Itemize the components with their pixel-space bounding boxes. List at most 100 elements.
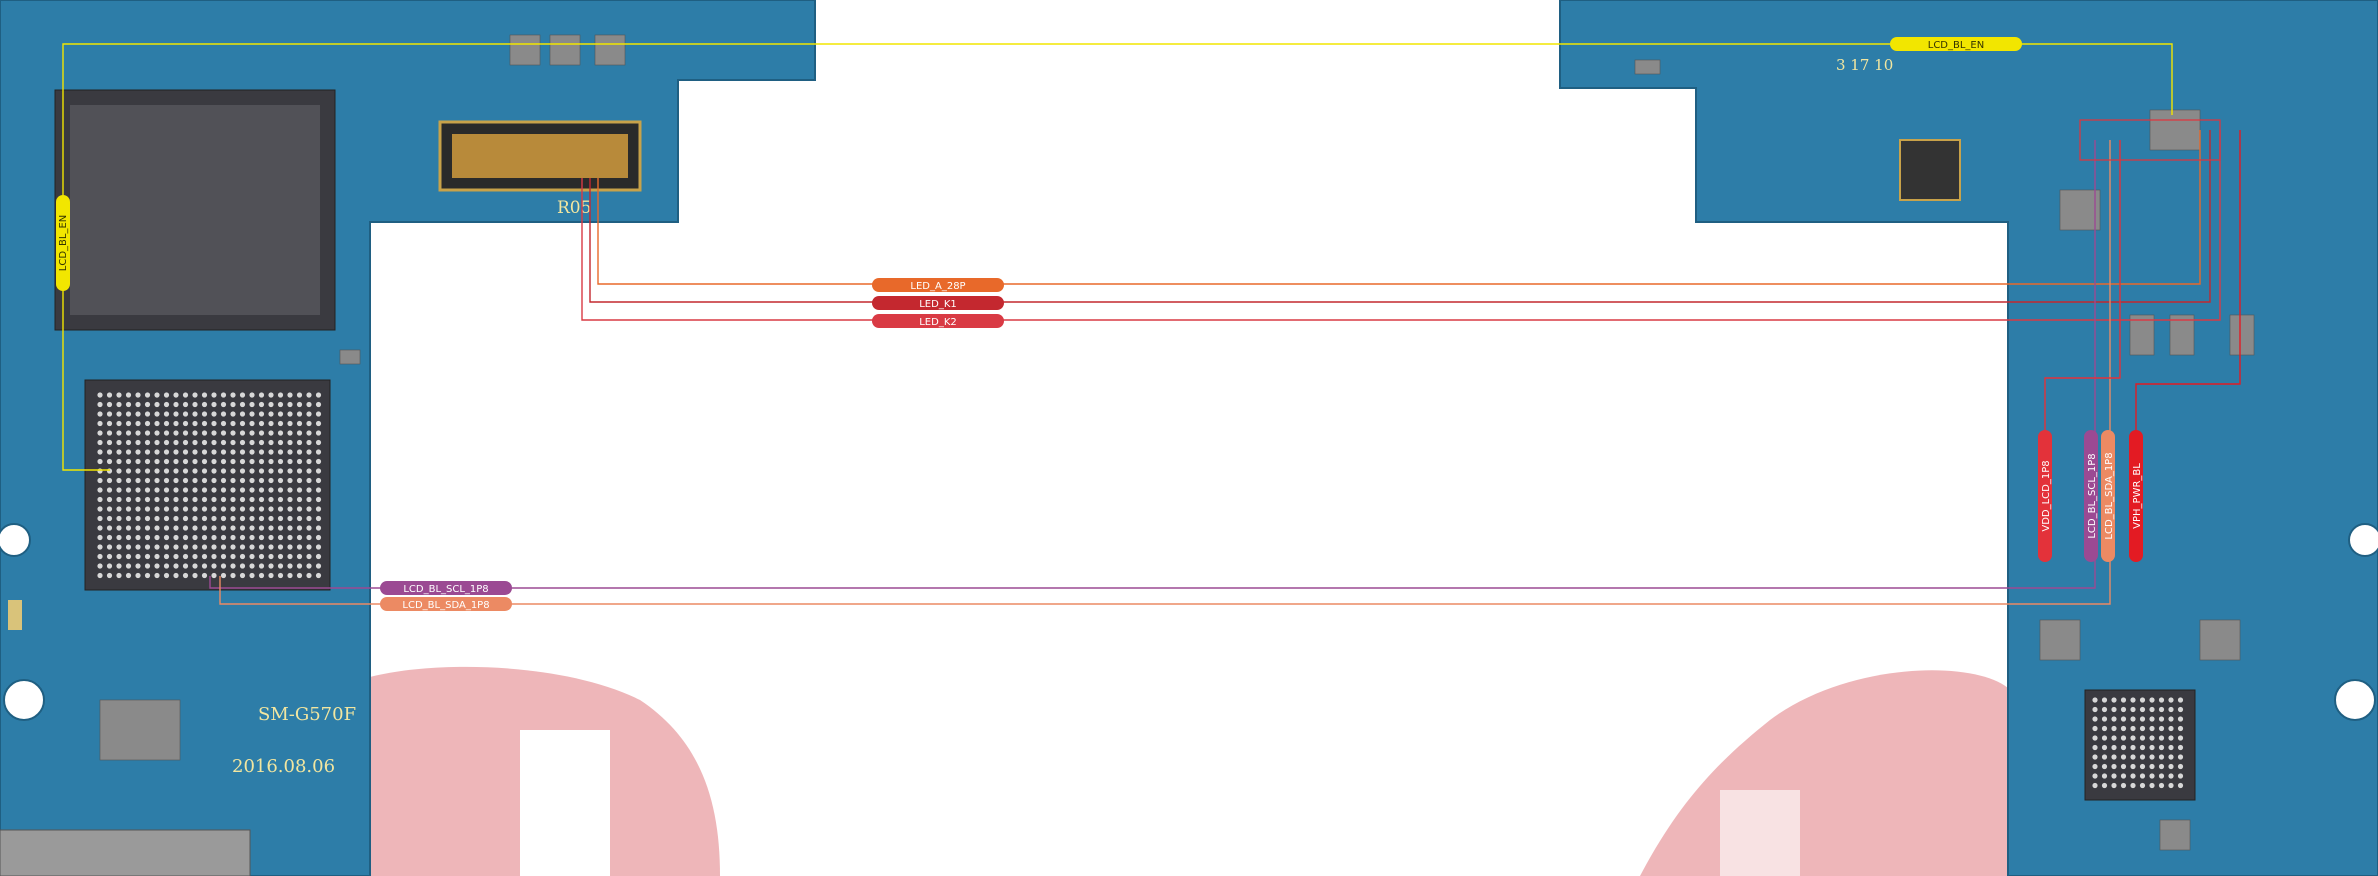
svg-text:VDD_LCD_1P8: VDD_LCD_1P8 [2041, 460, 2052, 531]
bga-ball [239, 401, 246, 408]
bga-ball [106, 534, 113, 541]
bga-ball [192, 439, 198, 446]
bga-ball [287, 506, 293, 512]
bga-ball [268, 392, 274, 398]
bga-ball [97, 477, 103, 484]
bga-ball [163, 515, 170, 522]
bga-ball [220, 420, 227, 427]
bga-ball [2168, 706, 2174, 713]
bga-ball [2111, 754, 2117, 760]
bga-ball [211, 392, 217, 398]
bga-ball [315, 487, 322, 493]
bga-ball [258, 525, 265, 531]
bga-ball [154, 515, 160, 522]
bga-ball [154, 468, 160, 474]
bga-ball [173, 411, 179, 417]
connector-silkscreen-label: R05 [557, 198, 591, 218]
bga-ball [2177, 735, 2184, 741]
bga-ball [268, 544, 274, 550]
bga-ball [268, 430, 274, 436]
bga-ball [306, 544, 312, 550]
bga-ball [97, 392, 103, 398]
bga-ball [201, 420, 208, 427]
bga-ball [2111, 725, 2117, 732]
bga-ball [2149, 697, 2155, 703]
bga-ball [315, 506, 322, 512]
bga-ball [220, 477, 227, 484]
bga-ball [2130, 782, 2136, 789]
bga-ball [116, 563, 122, 569]
bga-ball [182, 420, 189, 427]
bga-ball [144, 430, 151, 436]
bga-ball [277, 506, 284, 512]
bga-ball [211, 401, 217, 408]
bga-ball [2101, 735, 2108, 741]
bga-ball [277, 468, 284, 474]
bga-ball [239, 572, 246, 579]
bga-ball [135, 468, 141, 474]
bga-ball [173, 477, 179, 484]
bga-ball [192, 449, 198, 455]
bga-ball [2101, 782, 2108, 789]
bga-ball [258, 449, 265, 455]
bga-ball [135, 392, 141, 398]
bga-ball [268, 420, 274, 427]
bga-ball [2092, 773, 2098, 779]
bga-ball [249, 420, 255, 427]
bga-ball [125, 411, 132, 417]
bga-ball [230, 572, 236, 579]
bga-ball [268, 468, 274, 474]
bga-ball [220, 430, 227, 436]
board-date-silkscreen: 2016.08.06 [232, 756, 335, 777]
bga-ball [125, 439, 132, 446]
bga-ball [287, 477, 293, 484]
bga-ball [268, 458, 274, 465]
bga-ball [2158, 706, 2165, 713]
bga-ball [230, 439, 236, 446]
svg-text:LCD_BL_EN: LCD_BL_EN [1928, 40, 1984, 51]
net-traces [62, 43, 2241, 605]
bga-ball [2101, 744, 2108, 751]
bga-ball [182, 411, 189, 417]
bga-ball [239, 525, 246, 531]
net-tag-vdd-lcd-1p8: VDD_LCD_1P8 [2038, 430, 2052, 562]
bga-ball [306, 534, 312, 541]
bga-ball [154, 534, 160, 541]
bga-ball [2177, 754, 2184, 760]
bga-ball [211, 468, 217, 474]
bga-ball [296, 525, 303, 531]
bga-ball [173, 515, 179, 522]
svg-text:LCD_BL_SCL_1P8: LCD_BL_SCL_1P8 [403, 584, 488, 595]
bga-ball [2158, 763, 2165, 770]
bga-ball [135, 515, 141, 522]
bga-ball [230, 544, 236, 550]
bga-ball [277, 544, 284, 550]
board-model-silkscreen: SM-G570F [258, 704, 356, 725]
bga-ball [230, 487, 236, 493]
bga-ball [258, 572, 265, 579]
bga-ball [211, 477, 217, 484]
net-tag-lcd-bl-en-top: LCD_BL_EN [1890, 37, 2022, 51]
bga-ball [2149, 706, 2155, 713]
bga-ball [173, 534, 179, 541]
bga-ball [2101, 725, 2108, 732]
bga-ball [2092, 744, 2098, 751]
bga-ball [192, 458, 198, 465]
bga-ball [306, 411, 312, 417]
bga-ball [296, 515, 303, 522]
bga-ball [220, 439, 227, 446]
svg-text:VPH_PWR_BL: VPH_PWR_BL [2132, 463, 2143, 529]
bga-ball [306, 572, 312, 579]
bga-ball [106, 525, 113, 531]
bga-ball [277, 563, 284, 569]
bga-ball [249, 563, 255, 569]
bga-ball [220, 449, 227, 455]
bga-ball [2177, 744, 2184, 751]
bga-ball [268, 411, 274, 417]
bga-ball [2149, 782, 2155, 789]
bga-ball [154, 401, 160, 408]
net-tag-lcd-bl-sda-1p8-vertical: LCD_BL_SDA_1P8 [2101, 430, 2115, 562]
bga-ball [277, 458, 284, 465]
bga-ball [2158, 744, 2165, 751]
bga-ball [268, 487, 274, 493]
